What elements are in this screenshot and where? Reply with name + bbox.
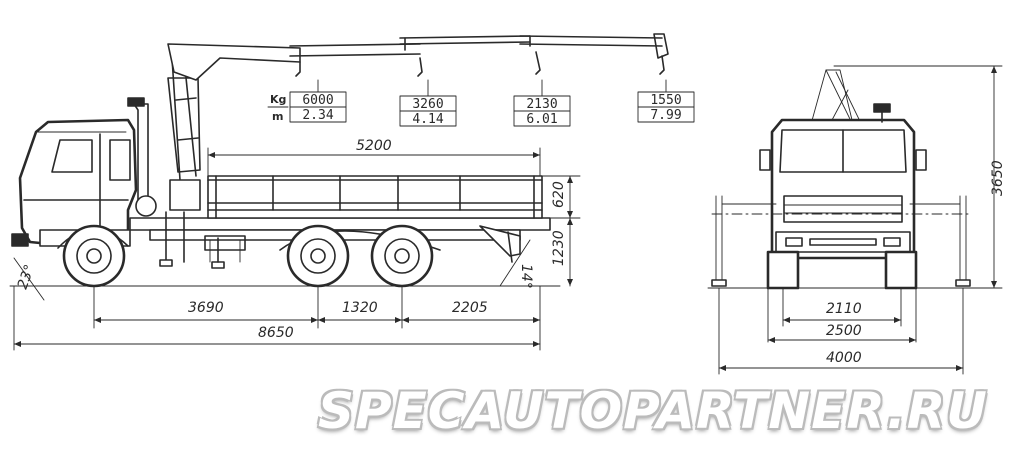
load-reach-2: 4.14 [412,112,443,127]
wheels [57,224,441,288]
load-table-4: 1550 7.99 [637,79,695,123]
load-reach-4: 7.99 [650,108,681,123]
reach-unit-label: m [272,110,283,123]
cargo-body [207,175,543,219]
body-length-dimension: 5200 [356,138,392,154]
load-reach-1: 2.34 [302,108,333,123]
overall-length-dimension: 8650 [258,325,294,341]
track-width-dimension: 2110 [826,301,862,317]
load-reach-3: 6.01 [526,112,557,127]
front-angle-label: 23° [15,263,39,292]
truck-cab [11,97,149,247]
platform-height-dimension: 1230 [551,230,567,266]
front-view: 3650 2110 2500 4000 [707,65,1006,375]
crane-boom [135,33,669,217]
load-mass-4: 1550 [650,93,681,108]
overall-height-dimension: 3650 [990,160,1006,196]
bogie-spacing-dimension: 1320 [342,300,378,316]
rear-angle-label: 14° [518,264,534,289]
load-chart: Kg m 6000 2.34 3260 4.14 2130 6.01 [267,79,695,127]
load-table-3: 2130 6.01 [513,79,571,127]
watermark: SPECAUTOPARTNER.RU [318,382,988,440]
side-height-dimension: 620 [551,181,567,208]
mass-unit-label: Kg [270,93,286,106]
outrigger-span-dimension: 4000 [826,350,862,366]
overall-width-dimension: 2500 [826,323,862,339]
stabilizers [159,211,225,269]
load-mass-1: 6000 [302,93,333,108]
load-mass-3: 2130 [526,97,557,112]
wheelbase-dimension: 3690 [188,300,224,316]
load-table-1: 6000 2.34 [289,79,347,123]
load-mass-2: 3260 [412,97,443,112]
rear-overhang-dimension: 2205 [452,300,488,316]
side-view: 5200 620 1230 23° 14° 3690 1320 2205 865… [9,33,669,351]
load-table-2: 3260 4.14 [399,79,457,127]
